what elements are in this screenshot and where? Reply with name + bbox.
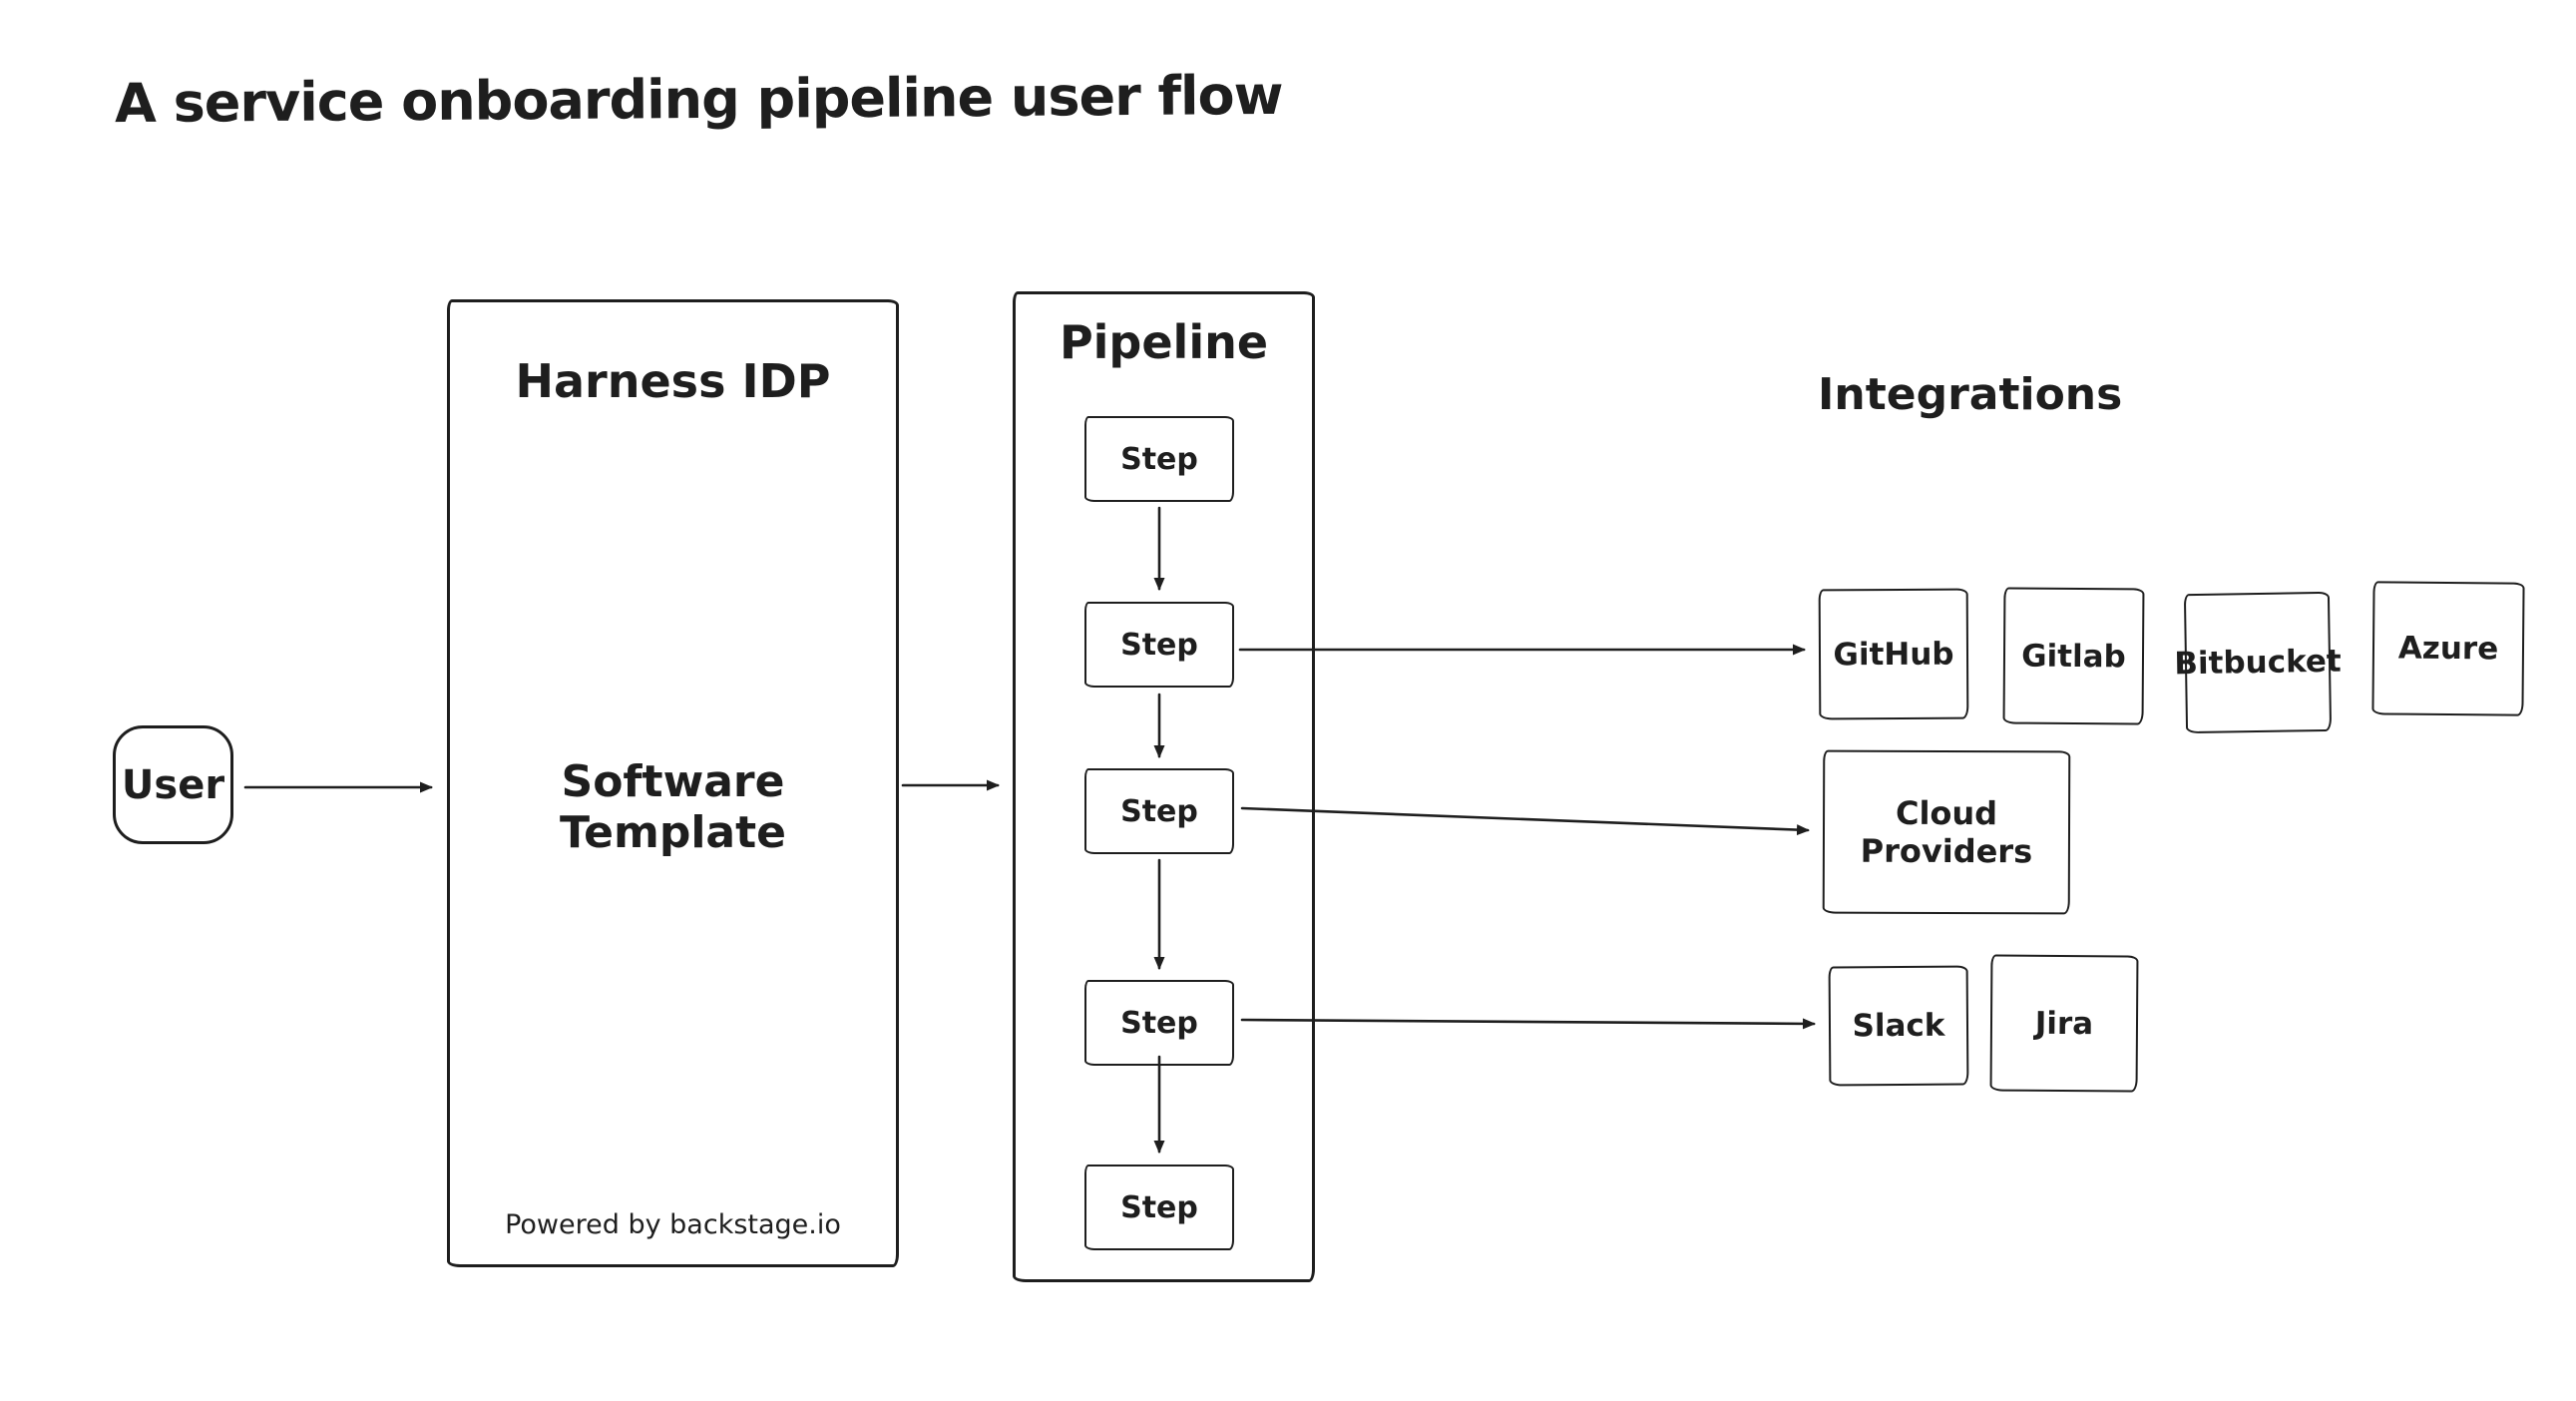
- integration-azure: Azure: [2371, 581, 2525, 716]
- step-node-2: Step: [1084, 602, 1234, 688]
- integration-github-label: GitHub: [1833, 636, 1954, 673]
- arrow-step3-to-cloud: [1240, 806, 1810, 836]
- step-label: Step: [1120, 1189, 1198, 1225]
- integration-azure-label: Azure: [2397, 630, 2499, 668]
- integration-gitlab-label: Gitlab: [2021, 638, 2126, 675]
- powered-by-label: Powered by backstage.io: [505, 1209, 841, 1240]
- integration-bitbucket: Bitbucket: [2174, 591, 2342, 734]
- integration-slack: Slack: [1828, 965, 1969, 1087]
- integration-cloud-providers-label: Cloud Providers: [1860, 793, 2033, 871]
- software-template-label: Software Template: [559, 756, 786, 858]
- step-label: Step: [1120, 1005, 1198, 1041]
- user-node: User: [113, 725, 233, 844]
- step-node-5: Step: [1084, 1165, 1234, 1250]
- step-label: Step: [1120, 627, 1198, 663]
- step-label: Step: [1120, 793, 1198, 829]
- step-label: Step: [1120, 441, 1198, 477]
- user-label: User: [121, 761, 225, 808]
- step-node-4: Step: [1084, 980, 1234, 1066]
- integration-github: GitHub: [1818, 588, 1969, 720]
- step-node-3: Step: [1084, 768, 1234, 854]
- integrations-heading: Integrations: [1818, 369, 2123, 420]
- arrow-step4-to-collab: [1240, 1018, 1816, 1030]
- harness-idp-box: [447, 299, 899, 1267]
- harness-idp-title: Harness IDP: [515, 354, 831, 408]
- integration-slack-label: Slack: [1852, 1007, 1945, 1045]
- integration-jira-label: Jira: [2034, 1005, 2094, 1042]
- step-node-1: Step: [1084, 416, 1234, 502]
- pipeline-title: Pipeline: [1059, 315, 1269, 369]
- integration-cloud-providers: Cloud Providers: [1822, 749, 2071, 915]
- integration-bitbucket-label: Bitbucket: [2174, 643, 2342, 683]
- integration-jira: Jira: [1989, 954, 2139, 1093]
- diagram-title: A service onboarding pipeline user flow: [114, 63, 1283, 136]
- integration-gitlab: Gitlab: [2002, 587, 2145, 725]
- pipeline-box: [1013, 291, 1315, 1282]
